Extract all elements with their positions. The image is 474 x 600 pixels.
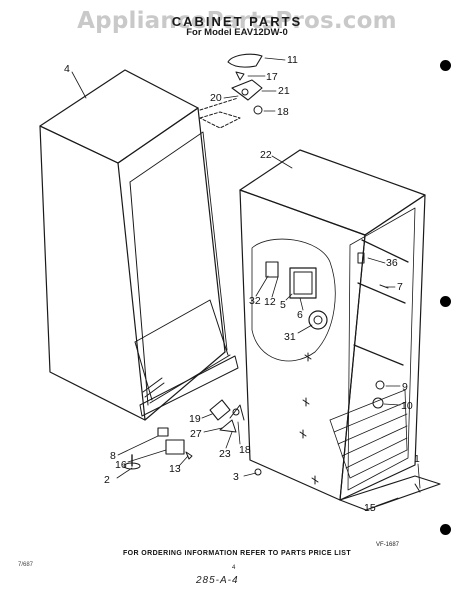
callout-4: 4 — [64, 63, 70, 75]
callout-22: 22 — [260, 149, 272, 161]
callout-16: 16 — [115, 459, 127, 471]
page-subtitle: For Model EAV12DW-0 — [186, 27, 288, 38]
callout-9: 9 — [402, 381, 408, 393]
bottom-hinge-parts — [123, 399, 441, 511]
callout-15: 15 — [364, 502, 376, 514]
callout-31: 31 — [284, 331, 296, 343]
figure-code: VF-1687 — [376, 542, 400, 548]
ordering-info-footer: FOR ORDERING INFORMATION REFER TO PARTS … — [122, 550, 352, 557]
leader-lines — [71, 57, 421, 507]
callout-8: 8 — [110, 450, 116, 462]
callout-10: 10 — [401, 400, 413, 412]
callout-17: 17 — [266, 71, 278, 83]
callout-5: 5 — [280, 299, 286, 311]
callout-numbers: 4 11 17 21 20 18 22 36 7 32 12 5 6 31 9 … — [64, 54, 420, 514]
callout-1: 1 — [414, 453, 420, 465]
handwritten-stamp: 285-A-4 — [196, 575, 239, 586]
callout-32: 32 — [249, 295, 261, 307]
watermark: AppliancePartsPros.com — [77, 8, 397, 34]
door-panel — [39, 69, 239, 421]
callout-13: 13 — [169, 463, 181, 475]
callout-6: 6 — [297, 309, 303, 321]
callout-2: 2 — [104, 474, 110, 486]
page-title: CABINET PARTS — [171, 14, 303, 29]
punch-hole-top — [440, 60, 451, 71]
page-number: 4 — [232, 565, 236, 571]
callout-3: 3 — [233, 471, 239, 483]
callout-21: 21 — [278, 85, 290, 97]
punch-hole-middle — [440, 296, 451, 307]
callout-27: 27 — [190, 428, 202, 440]
callout-19: 19 — [189, 413, 201, 425]
cabinet-liner — [239, 149, 426, 501]
punch-hole-bottom — [440, 524, 451, 535]
corner-note: 7/687 — [18, 562, 34, 568]
callout-12: 12 — [264, 296, 276, 308]
callout-11: 11 — [287, 54, 298, 66]
callout-20: 20 — [210, 92, 222, 104]
callout-18-top: 18 — [277, 106, 289, 118]
top-hinge-assembly — [199, 53, 263, 129]
callout-18-bottom: 18 — [239, 444, 251, 456]
callout-23: 23 — [219, 448, 231, 460]
callout-7: 7 — [397, 281, 403, 293]
callout-36: 36 — [386, 257, 398, 269]
